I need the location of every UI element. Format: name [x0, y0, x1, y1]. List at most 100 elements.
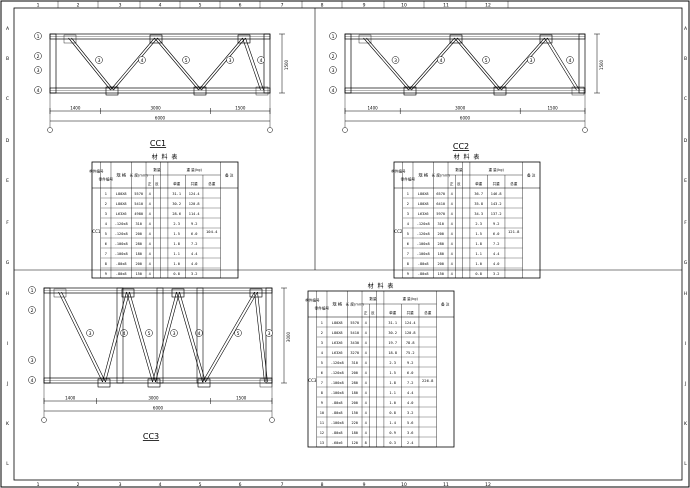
dimension-text: 1500 [236, 396, 247, 401]
part-callout [34, 86, 42, 94]
gusset-plate [171, 288, 185, 298]
table-title: 材 料 表 [368, 282, 395, 290]
col-mark-bottom: 12 [485, 482, 491, 488]
diagonal-member [68, 37, 111, 91]
table-cell: 0.3 [389, 441, 396, 445]
table-cell: 5970 [436, 212, 445, 216]
table-cell: 280 [135, 242, 142, 246]
part-callout [34, 52, 42, 60]
table-cell: 7 [407, 252, 409, 256]
part-callout [329, 52, 337, 60]
table-cell: 4 [365, 361, 367, 365]
table-head-len: 长 度(mm) [346, 302, 365, 307]
table-cell: 4 [451, 272, 453, 276]
table-cell: 1.8 [173, 242, 180, 246]
table-cell: 4 [451, 242, 453, 246]
table-cell: 9 [407, 272, 409, 276]
table-cell: 4.0 [493, 262, 500, 266]
table-cell: 4 [149, 192, 151, 196]
table-cell: 6.0 [191, 232, 198, 236]
table-head-spec: 规 格 [418, 172, 429, 179]
table-member-label: CC2 [394, 229, 403, 234]
table-cell: 0.8 [475, 272, 482, 276]
gusset-plate [358, 34, 372, 44]
diagonal-member [198, 37, 243, 91]
table-cell: 150 [351, 411, 358, 415]
table-cell: 31.1 [388, 321, 397, 325]
gusset-plate [403, 86, 417, 96]
table-cell: 3 [105, 212, 107, 216]
table-cell: 3.2 [493, 272, 500, 276]
table-cell: 200 [437, 232, 444, 236]
dimension-text: 1500 [548, 106, 559, 111]
col-mark-bottom: 3 [119, 482, 122, 488]
end-post [49, 33, 57, 94]
dimension-side: 1500 [284, 59, 289, 70]
row-mark-left: D [6, 138, 10, 144]
vertical-member [156, 287, 164, 384]
table-cell: -80x8 [418, 272, 429, 276]
table-cell: 5 [407, 232, 409, 236]
table-cell: 150 [437, 272, 444, 276]
table-cell: 6.0 [493, 232, 500, 236]
part-callout-number: 3 [173, 331, 176, 337]
axis-bubble [47, 127, 53, 133]
part-callout-number: 5 [237, 331, 240, 337]
table-cell: 220 [351, 421, 358, 425]
part-callout [329, 32, 337, 40]
table-cell: 4 [365, 431, 367, 435]
table-cell: 200 [135, 262, 142, 266]
table-cell: -100x8 [417, 242, 430, 246]
row-mark-right: B [684, 56, 687, 62]
table-cell: 4 [365, 401, 367, 405]
part-callout-number: 3 [98, 58, 101, 64]
table-member-label: CC1 [92, 229, 101, 234]
table-cell: 10 [320, 411, 324, 415]
table-cell: 6 [105, 242, 107, 246]
table-cell: 124.4 [405, 321, 416, 325]
diagonal-member [547, 37, 580, 91]
axis-bubble [582, 127, 588, 133]
table-subhead-qty: 正 [364, 311, 368, 315]
part-callout-number: 5 [148, 331, 151, 337]
part-callout-number: 2 [332, 54, 335, 60]
part-callout-number: 4 [440, 58, 443, 64]
part-callout-number: 5 [185, 58, 188, 64]
gusset-plate [571, 86, 585, 96]
table-cell: 143.2 [491, 202, 502, 206]
part-callout-number: 4 [260, 58, 263, 64]
table-cell: -100x8 [331, 381, 344, 385]
gusset-plate [493, 86, 507, 96]
row-mark-left: E [6, 178, 9, 184]
material-table-cc2: 材 料 表构件编号零件编号规 格长 度(mm)数量重 量(kg)备 注正反单重共… [391, 153, 541, 279]
diagonal-member [411, 37, 458, 91]
part-callout [234, 329, 242, 337]
table-total: 104.4 [206, 229, 218, 234]
part-callout-number: 4 [198, 331, 201, 337]
table-subhead-wt: 总重 [424, 310, 432, 315]
col-mark-bottom: 11 [443, 482, 449, 488]
diagonal-member [58, 291, 103, 383]
table-cell: 2.4 [407, 441, 414, 445]
table-cell: 4.0 [407, 401, 414, 405]
part-callout [482, 56, 490, 64]
part-callout [527, 56, 535, 64]
dimension-side: 1500 [599, 59, 604, 70]
diagonal-member [257, 291, 268, 383]
table-cell: 4 [105, 222, 107, 226]
table-cell: 4 [451, 222, 453, 226]
table-cell: 310 [135, 222, 142, 226]
table-cell: 35.8 [474, 202, 483, 206]
table-cell: L80X8 [418, 202, 429, 206]
part-callout-number: 5 [485, 58, 488, 64]
table-cell: L80X8 [332, 321, 343, 325]
table-cell: 4980 [134, 212, 143, 216]
table-cell: 6410 [436, 202, 445, 206]
table-cell: -100x8 [115, 252, 128, 256]
table-subhead-qty: 反 [457, 181, 461, 186]
table-cell: -120x8 [417, 222, 430, 226]
table-border [91, 161, 239, 279]
table-cell: 19.7 [388, 341, 397, 345]
row-mark-left: F [6, 220, 9, 226]
